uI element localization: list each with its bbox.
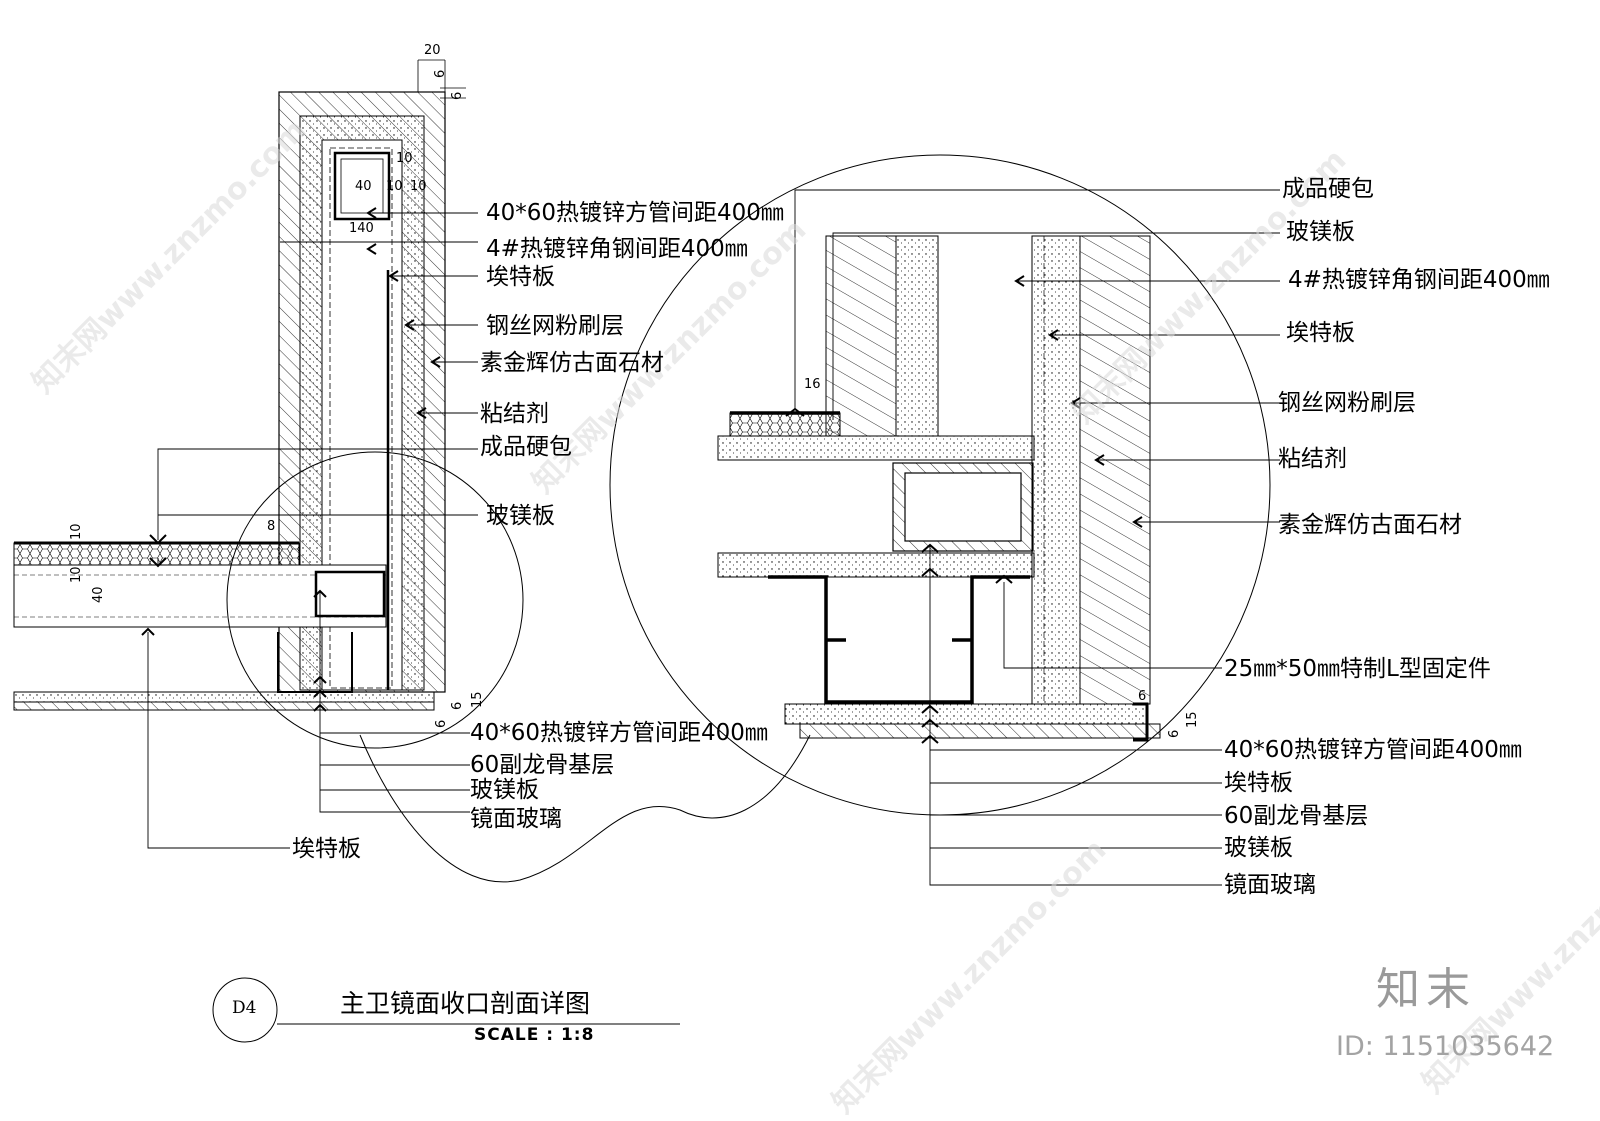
right-chevrons [785, 275, 1143, 744]
drawing-title: 主卫镜面收口剖面详图 [340, 989, 591, 1018]
dim-15: 15 [470, 691, 485, 708]
watermark-id: ID: 1151035642 [1336, 1031, 1555, 1062]
mirror-glass [799, 723, 1161, 739]
dim-6: 6 [433, 69, 448, 78]
dim-6: 6 [450, 701, 465, 710]
label-keel-base: 60副龙骨基层 [470, 752, 615, 778]
label-eter-board: 埃特板 [486, 264, 555, 290]
label-hard-pack: 成品硬包 [480, 434, 572, 460]
label-eter-board: 埃特板 [1286, 320, 1355, 346]
dim-16: 16 [804, 377, 821, 392]
label-hard-pack: 成品硬包 [1282, 176, 1374, 202]
bottom-board [784, 703, 1148, 725]
label-angle-steel: 4#热镀锌角钢间距400㎜ [1288, 267, 1550, 293]
label-mgo-board-bottom: 玻镁板 [470, 777, 539, 803]
drawing-scale: SCALE : 1:8 [474, 1025, 595, 1045]
label-wire-mesh: 钢丝网粉刷层 [486, 313, 624, 339]
dim-6: 6 [434, 719, 449, 728]
detail-circle [226, 451, 524, 749]
floor-square-tube [314, 570, 386, 618]
link-curve [359, 734, 811, 883]
dim-10: 10 [410, 179, 427, 194]
dim-6: 6 [450, 91, 465, 100]
upper-plaster [895, 235, 939, 437]
right-leaders [794, 189, 1280, 886]
label-adhesive: 粘结剂 [1278, 446, 1347, 472]
label-stone: 素金辉仿古面石材 [1278, 512, 1462, 538]
dim-40: 40 [91, 586, 106, 603]
dim-6: 6 [1138, 689, 1147, 704]
label-mgo-board-bottom: 玻镁板 [1224, 835, 1293, 861]
dim-140: 140 [349, 221, 374, 236]
label-l-fixer: 25㎜*50㎜特制L型固定件 [1224, 656, 1491, 682]
title-block [212, 977, 680, 1043]
dim-6: 6 [1167, 729, 1182, 738]
dim-8: 8 [267, 519, 276, 534]
hard-pack [729, 412, 841, 437]
label-tube-spacing-bottom: 40*60热镀锌方管间距400㎜ [470, 720, 768, 746]
left-section [13, 59, 811, 883]
upper-stone [825, 235, 897, 437]
label-tube-spacing: 40*60热镀锌方管间距400㎜ [1224, 737, 1522, 763]
watermark-logo: 知末 [1376, 964, 1476, 1015]
label-keel-base: 60副龙骨基层 [1224, 803, 1369, 829]
detail-tag-circle [212, 977, 278, 1043]
label-stone: 素金辉仿古面石材 [480, 350, 664, 376]
label-mgo-board: 玻镁板 [1286, 219, 1355, 245]
label-tube-spacing-top: 40*60热镀锌方管间距400㎜ [486, 200, 784, 226]
label-adhesive: 粘结剂 [480, 401, 549, 427]
dim-15: 15 [1185, 711, 1200, 728]
mirror-glass-strip [13, 701, 435, 711]
dim-10: 10 [386, 179, 403, 194]
label-eter-board-bottom: 埃特板 [292, 836, 361, 862]
dim-20: 20 [424, 43, 441, 58]
left-leaders [147, 212, 478, 849]
dim-10: 10 [396, 151, 413, 166]
bottom-board [13, 691, 435, 703]
plaster-wall [1031, 235, 1081, 705]
dim-10: 10 [69, 566, 84, 583]
detail-tag: D4 [232, 998, 257, 1018]
stone-wall [1079, 235, 1151, 705]
label-wire-mesh: 钢丝网粉刷层 [1278, 390, 1416, 416]
left-chevrons [141, 207, 441, 712]
label-mirror-glass: 镜面玻璃 [1224, 872, 1316, 898]
hard-pack-band [13, 542, 300, 566]
keel-channel [768, 575, 1030, 704]
dim-10: 10 [69, 523, 84, 540]
label-mirror-glass: 镜面玻璃 [470, 806, 562, 832]
label-eter-board-bottom: 埃特板 [1224, 770, 1293, 796]
dim-40: 40 [355, 179, 372, 194]
label-angle-steel: 4#热镀锌角钢间距400㎜ [486, 236, 748, 262]
right-section [609, 154, 1280, 886]
label-mgo-board: 玻镁板 [486, 503, 555, 529]
